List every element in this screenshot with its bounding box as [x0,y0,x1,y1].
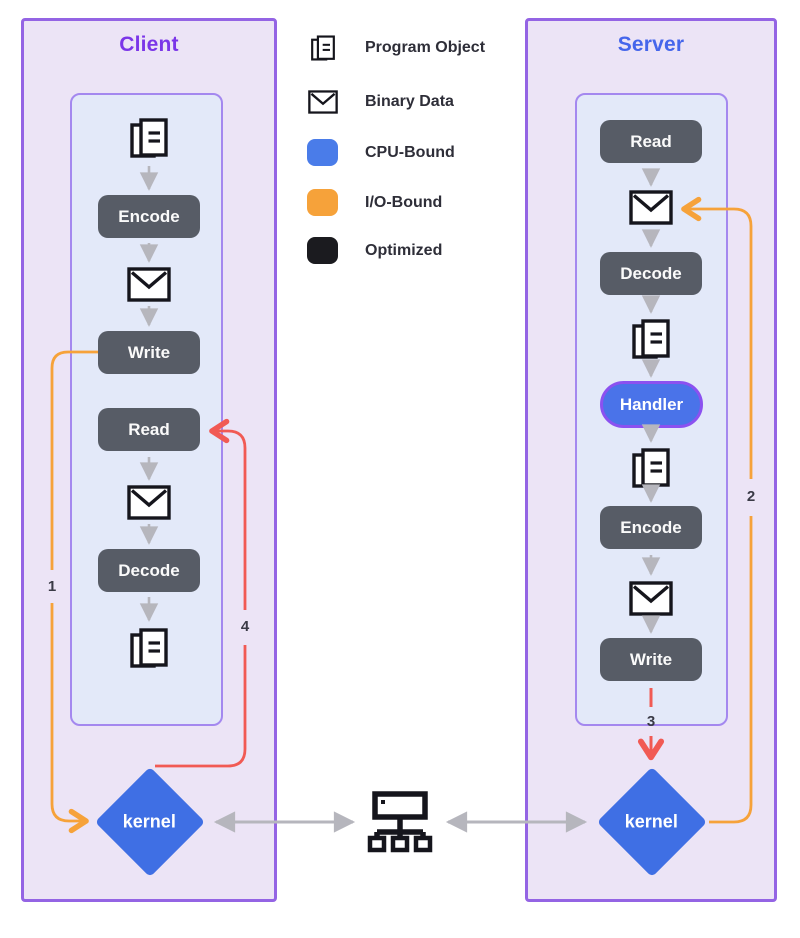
legend-row-cpu-bound: CPU-Bound [307,139,455,166]
legend-label: Binary Data [365,93,454,110]
client-write-node: Write [98,331,200,374]
optimized-swatch [307,237,338,264]
program-object-icon [127,116,171,160]
server-handler-node: Handler [600,381,703,428]
legend-label: CPU-Bound [365,143,455,161]
client-kernel-label: kernel [123,811,177,832]
legend-row-optimized: Optimized [307,237,442,264]
io-bound-swatch [307,189,338,216]
envelope-icon [127,267,171,302]
server-encode-node: Encode [600,506,702,549]
server-title: Server [617,33,685,56]
envelope-icon [307,90,338,114]
client-encode-node: Encode [98,195,200,238]
network-icon [367,791,433,853]
flow-number-2: 2 [746,488,756,505]
server-kernel-label: kernel [625,811,679,832]
program-object-icon [307,34,338,62]
server-write-node: Write [600,638,702,681]
client-title: Client [119,33,179,56]
legend-label: Optimized [365,241,443,259]
program-object-icon [127,626,171,670]
flow-number-3: 3 [646,713,656,730]
envelope-icon [629,190,673,225]
legend-row-program-object: Program Object [307,34,485,62]
legend-label: Program Object [365,39,486,56]
envelope-icon [629,581,673,616]
legend-row-io-bound: I/O-Bound [307,189,442,216]
program-object-icon [629,317,673,361]
cpu-bound-swatch [307,139,338,166]
client-decode-node: Decode [98,549,200,592]
envelope-icon [127,485,171,520]
server-read-node: Read [600,120,702,163]
flow-number-1: 1 [47,578,57,595]
flow-number-4: 4 [240,618,250,635]
program-object-icon [629,446,673,490]
server-decode-node: Decode [600,252,702,295]
legend-row-binary-data: Binary Data [307,90,454,114]
legend-label: I/O-Bound [365,193,443,211]
client-read-node: Read [98,408,200,451]
